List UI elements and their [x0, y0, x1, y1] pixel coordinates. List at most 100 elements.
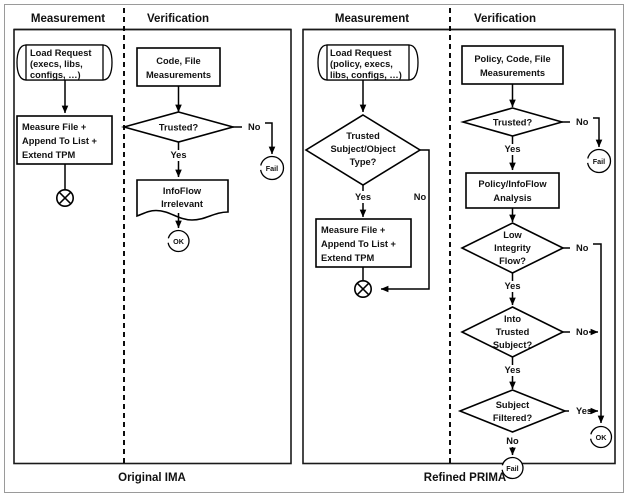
right-trusted-subject-object-decision: Trusted Subject/Object Type?	[304, 114, 422, 186]
right-circle-x-terminator	[353, 279, 372, 298]
left-panel-caption: Original IMA	[118, 472, 186, 484]
right-subject-filtered-diamond	[457, 389, 568, 433]
right-trusted-decision: Trusted?	[460, 107, 565, 137]
left-start-load-request: Load Request (execs, libs, configs, …)	[16, 44, 113, 81]
right-fail-terminal-1: Fail	[586, 148, 612, 174]
left-panel-group: Measurement Verification Load Request (e…	[13, 8, 292, 484]
right-into-trusted-line1: Into	[504, 314, 521, 324]
left-measure-file-box: Measure File + Append To List + Extend T…	[16, 115, 113, 165]
right-measure-line3: Extend TPM	[321, 253, 374, 263]
left-panel-border	[13, 28, 292, 465]
right-input-line2: Measurements	[480, 68, 545, 78]
right-process-rect	[465, 172, 560, 209]
right-fail1-circle	[586, 148, 612, 174]
left-header-verification: Verification	[147, 13, 209, 25]
right-start-load-request: Load Request (policy, execs, libs, confi…	[317, 44, 419, 81]
right-low-integrity-line3: Flow?	[499, 256, 526, 266]
right-low-integrity-decision: Low Integrity Flow?	[460, 222, 565, 274]
right-low-integrity-yes-label: Yes	[504, 281, 520, 291]
left-code-file-measurements-box: Code, File Measurements	[136, 47, 221, 87]
right-start-line1: Load Request	[330, 48, 391, 58]
right-ok-terminal: OK	[589, 425, 613, 449]
right-into-trusted-line3: Subject?	[493, 340, 533, 350]
left-infoflow-document: InfoFlow Irrelevant	[136, 179, 229, 221]
right-into-trusted-yes-label: Yes	[504, 365, 520, 375]
left-start-inner-rect	[25, 44, 104, 81]
right-trusted-label: Trusted?	[493, 118, 533, 128]
left-circle-x-slash2	[58, 191, 72, 205]
right-fail-terminal-2: Fail	[501, 456, 524, 480]
right-low-integrity-no-label: No	[576, 243, 589, 253]
right-trusted-so-line2: Subject/Object	[330, 144, 395, 154]
right-ok-circle	[589, 425, 613, 449]
left-trusted-label: Trusted?	[159, 123, 199, 133]
right-fail2-circle	[501, 456, 524, 480]
right-start-line3: libs, configs, …)	[330, 70, 402, 80]
left-fail-terminal: Fail	[259, 155, 285, 181]
left-arrow-no-to-fail	[265, 122, 276, 155]
left-measure-line1: Measure File +	[22, 122, 87, 132]
left-trusted-yes-label: Yes	[170, 150, 186, 160]
right-subject-filtered-no-label: No	[506, 436, 519, 446]
right-header-measurement: Measurement	[335, 13, 409, 25]
left-input-line2: Measurements	[146, 70, 211, 80]
left-infoflow-line2: Irrelevant	[161, 199, 203, 209]
left-circle-x-terminator	[55, 189, 74, 208]
right-input-line1: Policy, Code, File	[474, 54, 550, 64]
right-panel-caption: Refined PRIMA	[424, 472, 506, 484]
right-so-yes-label: Yes	[355, 192, 371, 202]
right-low-integrity-line2: Integrity	[494, 243, 532, 253]
right-policy-code-file-box: Policy, Code, File Measurements	[461, 45, 564, 85]
right-trusted-so-line1: Trusted	[346, 131, 380, 141]
right-into-trusted-line2: Trusted	[496, 327, 530, 337]
left-header-measurement: Measurement	[31, 13, 105, 25]
right-circle-x-slash2	[356, 282, 370, 296]
left-input-rect	[136, 47, 221, 87]
right-so-no-label: No	[414, 192, 427, 202]
left-fail-circle	[259, 155, 285, 181]
right-into-trusted-subject-decision: Into Trusted Subject?	[460, 306, 565, 358]
left-trusted-no-label: No	[248, 122, 261, 132]
left-start-line1: Load Request	[30, 48, 91, 58]
right-arrow-li-no-to-ok	[593, 243, 605, 424]
right-ok-label: OK	[596, 433, 608, 442]
right-measure-line2: Append To List +	[321, 239, 397, 249]
right-start-line2: (policy, execs,	[330, 59, 393, 69]
right-arrow-trusted-no-to-fail	[593, 117, 603, 148]
right-measure-rect	[315, 218, 412, 268]
right-low-integrity-line1: Low	[503, 230, 522, 240]
left-measure-rect	[16, 115, 113, 165]
right-trusted-no-label: No	[576, 117, 589, 127]
left-ok-label: OK	[173, 237, 185, 246]
right-input-rect	[461, 45, 564, 85]
right-header-verification: Verification	[474, 13, 536, 25]
left-start-line2: (execs, libs,	[30, 59, 83, 69]
right-fail2-label: Fail	[506, 464, 518, 473]
right-arrow-so-no-to-end	[380, 149, 430, 293]
right-policy-infoflow-box: Policy/InfoFlow Analysis	[465, 172, 560, 209]
right-subject-filtered-line1: Subject	[496, 400, 530, 410]
left-measure-line2: Append To List +	[22, 136, 98, 146]
right-panel-group: Measurement Verification Load Request (p…	[302, 8, 616, 484]
right-start-inner-rect	[326, 44, 410, 81]
left-ok-circle	[167, 229, 190, 253]
left-input-line1: Code, File	[156, 56, 200, 66]
right-trusted-yes-label: Yes	[504, 144, 520, 154]
right-into-trusted-no-label: No	[576, 327, 589, 337]
right-process-line1: Policy/InfoFlow	[478, 179, 547, 189]
right-process-line2: Analysis	[493, 193, 531, 203]
left-trusted-decision: Trusted?	[120, 111, 237, 143]
right-subject-filtered-yes-label: Yes	[576, 406, 592, 416]
left-infoflow-line1: InfoFlow	[163, 186, 202, 196]
left-measure-line3: Extend TPM	[22, 150, 75, 160]
right-panel-border	[302, 28, 616, 465]
right-fail1-label: Fail	[593, 157, 605, 166]
left-ok-terminal: OK	[167, 229, 190, 253]
right-measure-file-box: Measure File + Append To List + Extend T…	[315, 218, 412, 268]
right-subject-filtered-decision: Subject Filtered?	[457, 389, 568, 433]
right-measure-line1: Measure File +	[321, 225, 386, 235]
left-infoflow-doc-shape	[136, 179, 229, 221]
left-fail-label: Fail	[266, 164, 278, 173]
